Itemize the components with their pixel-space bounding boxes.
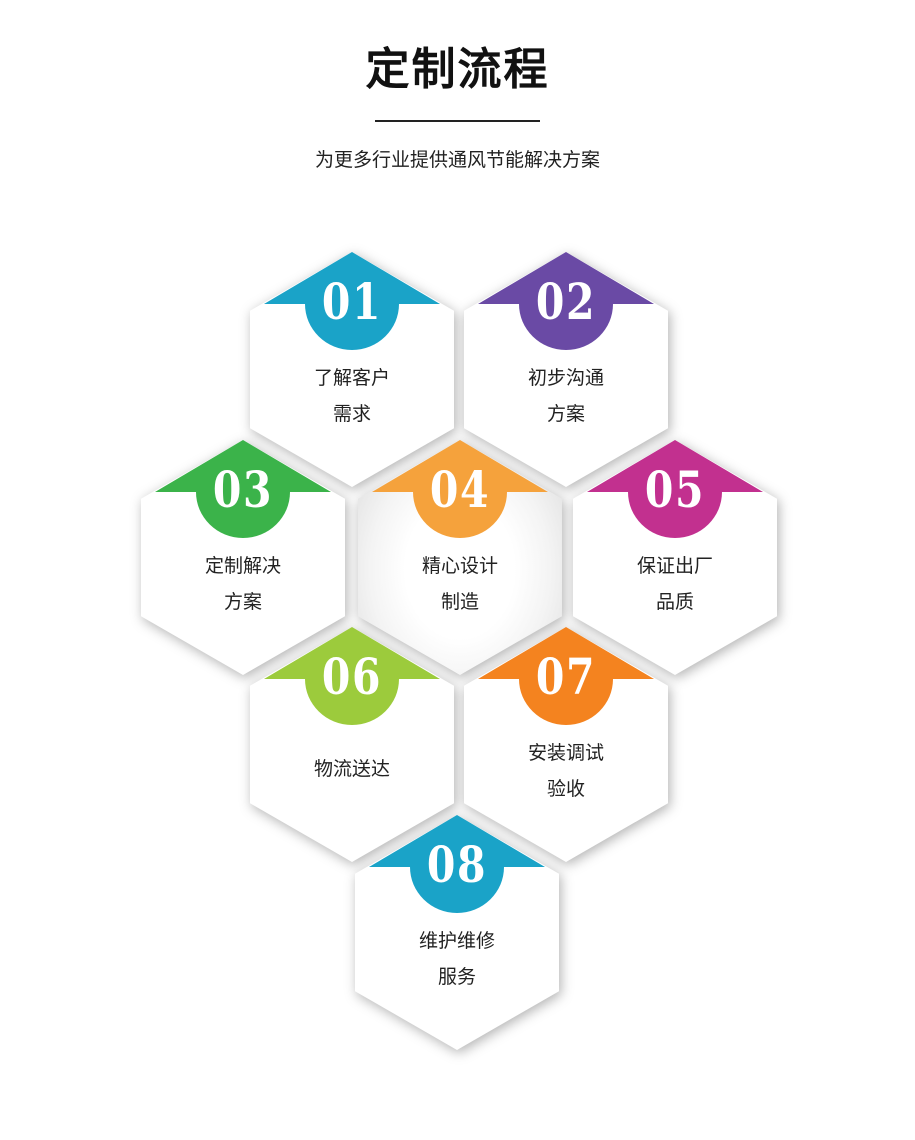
step-label: 精心设计 制造: [358, 548, 562, 620]
step-label-line1: 安装调试: [527, 742, 604, 764]
step-label-line2: 服务: [437, 966, 476, 988]
page-subtitle: 为更多行业提供通风节能解决方案: [314, 149, 600, 171]
step-02-cap: [478, 252, 654, 350]
step-label-line2: 方案: [223, 591, 262, 613]
step-label-line2: 制造: [440, 591, 479, 613]
step-01-hexagon: 01 了解客户 需求: [250, 252, 454, 487]
step-label-line1: 定制解决: [204, 555, 281, 577]
step-label-line1: 维护维修: [418, 930, 495, 952]
step-02-hexagon: 02 初步沟通 方案: [464, 252, 668, 487]
step-label-line2: 方案: [546, 403, 585, 425]
step-number: 08: [426, 835, 488, 894]
step-label: 维护维修 服务: [355, 923, 559, 995]
step-number: 03: [212, 460, 274, 519]
step-05-cap: [587, 440, 763, 538]
step-label: 初步沟通 方案: [464, 360, 668, 432]
title-divider: [375, 120, 540, 122]
step-number: 07: [535, 647, 597, 706]
step-03-hexagon: 03 定制解决 方案: [141, 440, 345, 675]
step-label-line2: 品质: [655, 591, 694, 613]
step-label: 安装调试 验收: [464, 735, 668, 807]
step-08-cap: [369, 815, 545, 913]
step-number: 04: [429, 460, 491, 519]
step-06-hexagon: 06 物流送达: [250, 627, 454, 862]
page-title: 定制流程: [365, 44, 550, 95]
step-label-line1: 保证出厂: [636, 555, 713, 577]
step-04-hexagon: 04 精心设计 制造: [358, 440, 562, 675]
step-number: 01: [321, 272, 383, 331]
step-number: 05: [644, 460, 706, 519]
step-04-cap: [372, 440, 548, 538]
step-01-cap: [264, 252, 440, 350]
step-number: 02: [535, 272, 597, 331]
step-label-line1: 物流送达: [313, 758, 390, 780]
step-label: 定制解决 方案: [141, 548, 345, 620]
step-label-line1: 初步沟通: [527, 367, 604, 389]
step-label: 物流送达: [250, 751, 454, 787]
step-07-hexagon: 07 安装调试 验收: [464, 627, 668, 862]
step-label-line1: 精心设计: [421, 555, 498, 577]
step-number: 06: [321, 647, 383, 706]
step-06-cap: [264, 627, 440, 725]
step-label-line1: 了解客户: [313, 367, 390, 389]
step-03-cap: [155, 440, 331, 538]
step-07-cap: [478, 627, 654, 725]
step-label: 保证出厂 品质: [573, 548, 777, 620]
step-08-hexagon: 08 维护维修 服务: [355, 815, 559, 1050]
step-label: 了解客户 需求: [250, 360, 454, 432]
step-label-line2: 验收: [546, 778, 585, 800]
step-05-hexagon: 05 保证出厂 品质: [573, 440, 777, 675]
step-label-line2: 需求: [332, 403, 371, 425]
